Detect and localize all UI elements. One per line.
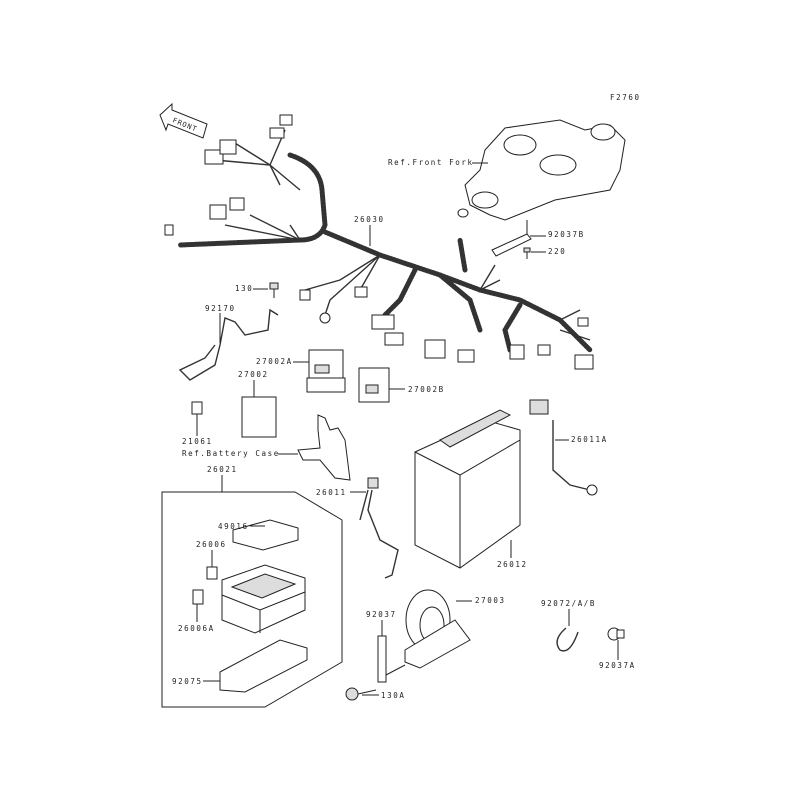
label-92037: 92037 [366, 610, 397, 619]
label-26021: 26021 [207, 465, 238, 474]
group-26021-outline [161, 491, 343, 708]
label-26030: 26030 [354, 215, 385, 224]
part-27002-relay [241, 396, 277, 438]
part-92170-lead [178, 308, 279, 381]
label-27002: 27002 [238, 370, 269, 379]
battery-case-bracket [297, 414, 351, 481]
part-26012-battery[interactable] [414, 409, 521, 569]
label-26011A: 26011A [571, 435, 608, 444]
part-21061-diode [191, 401, 203, 415]
label-26011: 26011 [316, 488, 347, 497]
part-27002A-relay [306, 349, 346, 393]
front-fork-bracket [457, 119, 626, 221]
part-92037B-clamp [491, 233, 532, 257]
front-arrow-icon: FRONT [159, 102, 208, 139]
label-49016: 49016 [218, 522, 249, 531]
label-130A: 130A [381, 691, 405, 700]
label-92037B: 92037B [548, 230, 585, 239]
label-27003: 27003 [475, 596, 506, 605]
label-92170: 92170 [205, 304, 236, 313]
label-220: 220 [548, 247, 566, 256]
part-fuse-box [221, 564, 306, 634]
main-wiring-harness[interactable] [164, 114, 594, 370]
part-27003-horn[interactable] [404, 589, 471, 669]
label-26006: 26006 [196, 540, 227, 549]
part-130-bolt [269, 282, 279, 298]
part-26006A-fuse [192, 589, 204, 605]
part-26011-cable [359, 477, 399, 579]
label-27002B: 27002B [408, 385, 445, 394]
label-92075: 92075 [172, 677, 203, 686]
part-220-screw [523, 247, 531, 259]
label-26012: 26012 [497, 560, 528, 569]
part-130A-bolt [345, 687, 377, 701]
part-92037A-clamp [607, 627, 625, 641]
part-92075-cover [219, 639, 308, 693]
label-21061: 21061 [182, 437, 213, 446]
part-92072-band [556, 627, 579, 652]
part-49016-cover [232, 519, 299, 551]
label-ref-battery-case: Ref.Battery Case [182, 449, 280, 458]
label-ref-front-fork: Ref.Front Fork [388, 158, 474, 167]
label-92072AB: 92072/A/B [541, 599, 596, 608]
part-26011A-cable [529, 399, 598, 496]
part-92037-bracket [377, 635, 387, 683]
label-130: 130 [235, 284, 253, 293]
label-27002A: 27002A [256, 357, 293, 366]
part-27002B-relay [358, 367, 390, 403]
part-26006-fuse [206, 566, 218, 580]
label-92037A: 92037A [599, 661, 636, 670]
label-26006A: 26006A [178, 624, 215, 633]
diagram-code: F2760 [610, 93, 641, 102]
